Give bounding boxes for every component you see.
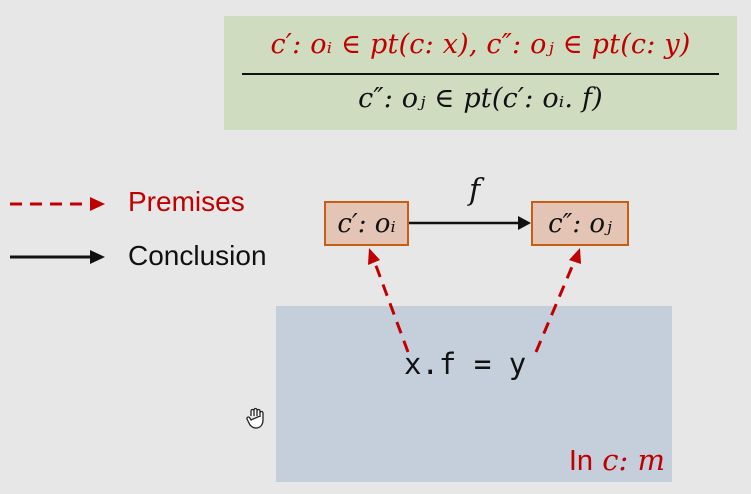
conclusion-arrow-icon — [10, 250, 105, 264]
method-context-label: In c: m — [569, 446, 665, 476]
rule-conclusion: c″: oⱼ ∈ pt(c′: oᵢ. f) — [358, 83, 603, 114]
rule-divider — [242, 73, 719, 75]
hand-cursor-icon — [246, 407, 264, 429]
scope-prefix: In — [568, 445, 594, 477]
field-label: f — [469, 173, 481, 208]
scope-context: c: m — [593, 443, 665, 477]
field-store-statement: x.f = y — [404, 347, 527, 381]
source-object-node: c′: oᵢ — [324, 201, 409, 246]
legend-conclusion-label: Conclusion — [128, 240, 267, 271]
field-edge-arrowhead — [518, 216, 531, 230]
method-scope-box — [276, 306, 672, 482]
legend-premises-label: Premises — [128, 186, 245, 217]
left-premise-arrowhead — [368, 248, 380, 265]
right-premise-arrowhead — [569, 248, 581, 264]
target-object-node: c″: oⱼ — [531, 201, 629, 246]
rule-premise: c′: oᵢ ∈ pt(c: x), c″: oⱼ ∈ pt(c: y) — [270, 29, 691, 60]
premise-arrow-icon — [10, 197, 105, 211]
inference-rule-box: c′: oᵢ ∈ pt(c: x), c″: oⱼ ∈ pt(c: y) c″:… — [224, 16, 737, 130]
